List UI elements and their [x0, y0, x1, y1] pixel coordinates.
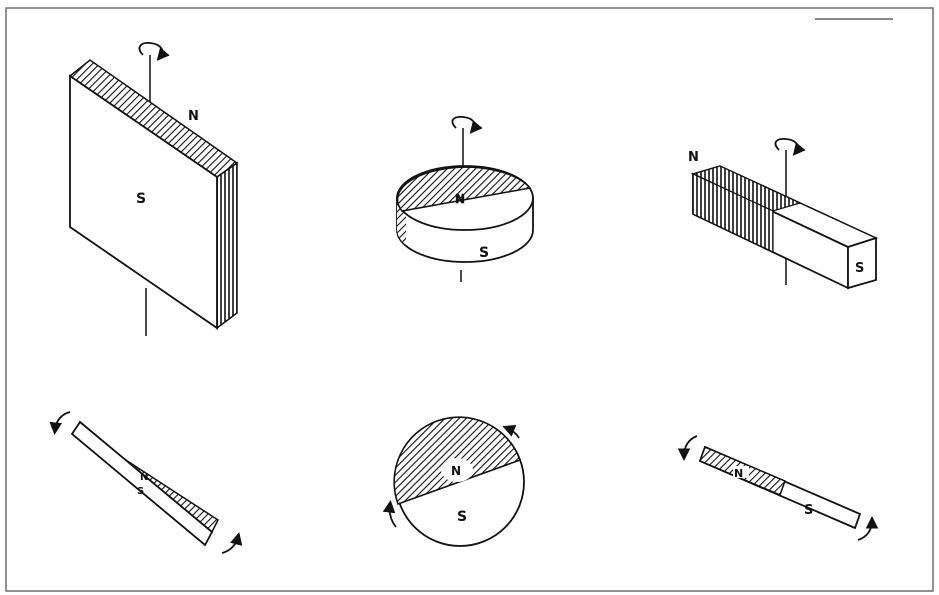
- plate-north-label: N: [188, 109, 199, 124]
- disc-south-label: S: [479, 245, 489, 261]
- disc-side-hatch: [397, 197, 406, 245]
- disc-top-view-north-spot: [441, 458, 473, 482]
- rotation-arrow-icon: [382, 499, 397, 528]
- rotation-arrow-icon: [857, 515, 879, 541]
- plate-top-view-south-label: S: [137, 486, 144, 497]
- bar-top-view-north-spot: [733, 466, 749, 478]
- rotation-arrow-icon: [677, 435, 698, 462]
- plate-side-face: [216, 161, 238, 330]
- disc-north-label: N: [455, 192, 465, 206]
- rotation-arrow-icon: [138, 42, 170, 61]
- bar-top-view: N S: [677, 435, 879, 541]
- rotation-arrow-icon: [221, 532, 243, 554]
- plate-magnet: N S: [68, 42, 239, 336]
- disc-north-half: [396, 166, 532, 212]
- plate-south-label: S: [136, 191, 146, 207]
- bar-end-face: [847, 236, 877, 290]
- rotation-arrow-icon: [451, 115, 483, 134]
- plate-top-view: N S: [49, 411, 243, 554]
- bar-top-view-north-label: N: [734, 467, 743, 480]
- bar-south-label: S: [855, 261, 864, 276]
- plate-front-face: [69, 74, 218, 330]
- disc-magnet: N S: [396, 115, 534, 282]
- rotation-arrow-icon: [502, 424, 520, 439]
- disc-top-view-north-label: N: [451, 464, 461, 478]
- disc-top-view: N S: [382, 416, 525, 547]
- rotation-arrow-icon: [49, 411, 71, 436]
- rotation-arrow-icon: [774, 137, 806, 156]
- bar-front-north: [692, 173, 774, 253]
- bar-north-label: N: [688, 150, 699, 165]
- plate-top-view-body: [70, 420, 214, 547]
- bar-top-view-south-label: S: [804, 503, 813, 518]
- figure-frame: [5, 7, 934, 592]
- plate-top-view-north-label: N: [140, 472, 148, 483]
- bar-magnet: N S: [688, 137, 879, 290]
- disc-top-view-south-label: S: [457, 509, 467, 525]
